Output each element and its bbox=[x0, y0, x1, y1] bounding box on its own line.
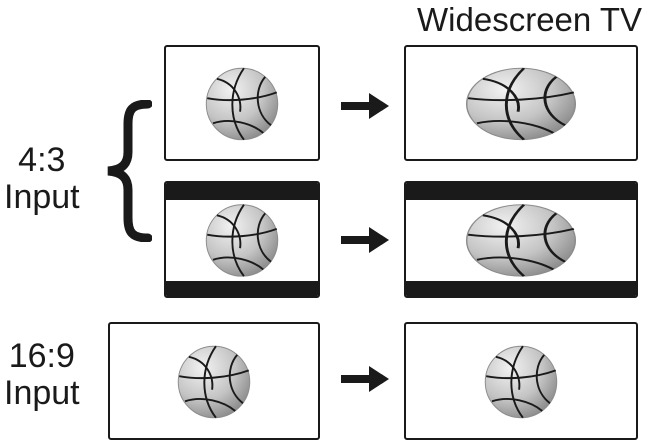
input-16-9-label: 16:9 Input bbox=[4, 337, 80, 413]
input-frame-4-3-letterbox bbox=[164, 181, 320, 298]
output-frame-16-9 bbox=[404, 322, 638, 440]
basketball-icon bbox=[484, 345, 558, 419]
curly-brace-icon bbox=[107, 100, 152, 242]
input-16-9-word: Input bbox=[4, 374, 80, 413]
input-4-3-ratio: 4:3 bbox=[18, 141, 66, 179]
basketball-icon bbox=[177, 345, 251, 419]
right-arrow-icon bbox=[341, 227, 389, 253]
basketball-icon bbox=[465, 67, 577, 141]
letterbox-bar-top bbox=[406, 183, 636, 200]
input-16-9-ratio: 16:9 bbox=[8, 337, 75, 375]
basketball-icon bbox=[205, 204, 279, 277]
output-frame-letterbox bbox=[404, 181, 638, 298]
right-arrow-icon bbox=[341, 93, 389, 119]
input-4-3-word: Input bbox=[4, 178, 80, 217]
right-arrow-icon bbox=[341, 366, 389, 392]
letterbox-bar-bottom bbox=[166, 281, 318, 296]
letterbox-bar-bottom bbox=[406, 281, 636, 296]
input-frame-16-9 bbox=[108, 322, 320, 440]
basketball-icon bbox=[205, 67, 279, 141]
output-frame-stretched bbox=[404, 45, 638, 161]
input-4-3-label: 4:3 Input bbox=[4, 141, 80, 217]
widescreen-tv-label: Widescreen TV bbox=[417, 1, 642, 38]
basketball-icon bbox=[465, 204, 577, 277]
letterbox-bar-top bbox=[166, 183, 318, 200]
input-frame-4-3 bbox=[164, 45, 320, 161]
